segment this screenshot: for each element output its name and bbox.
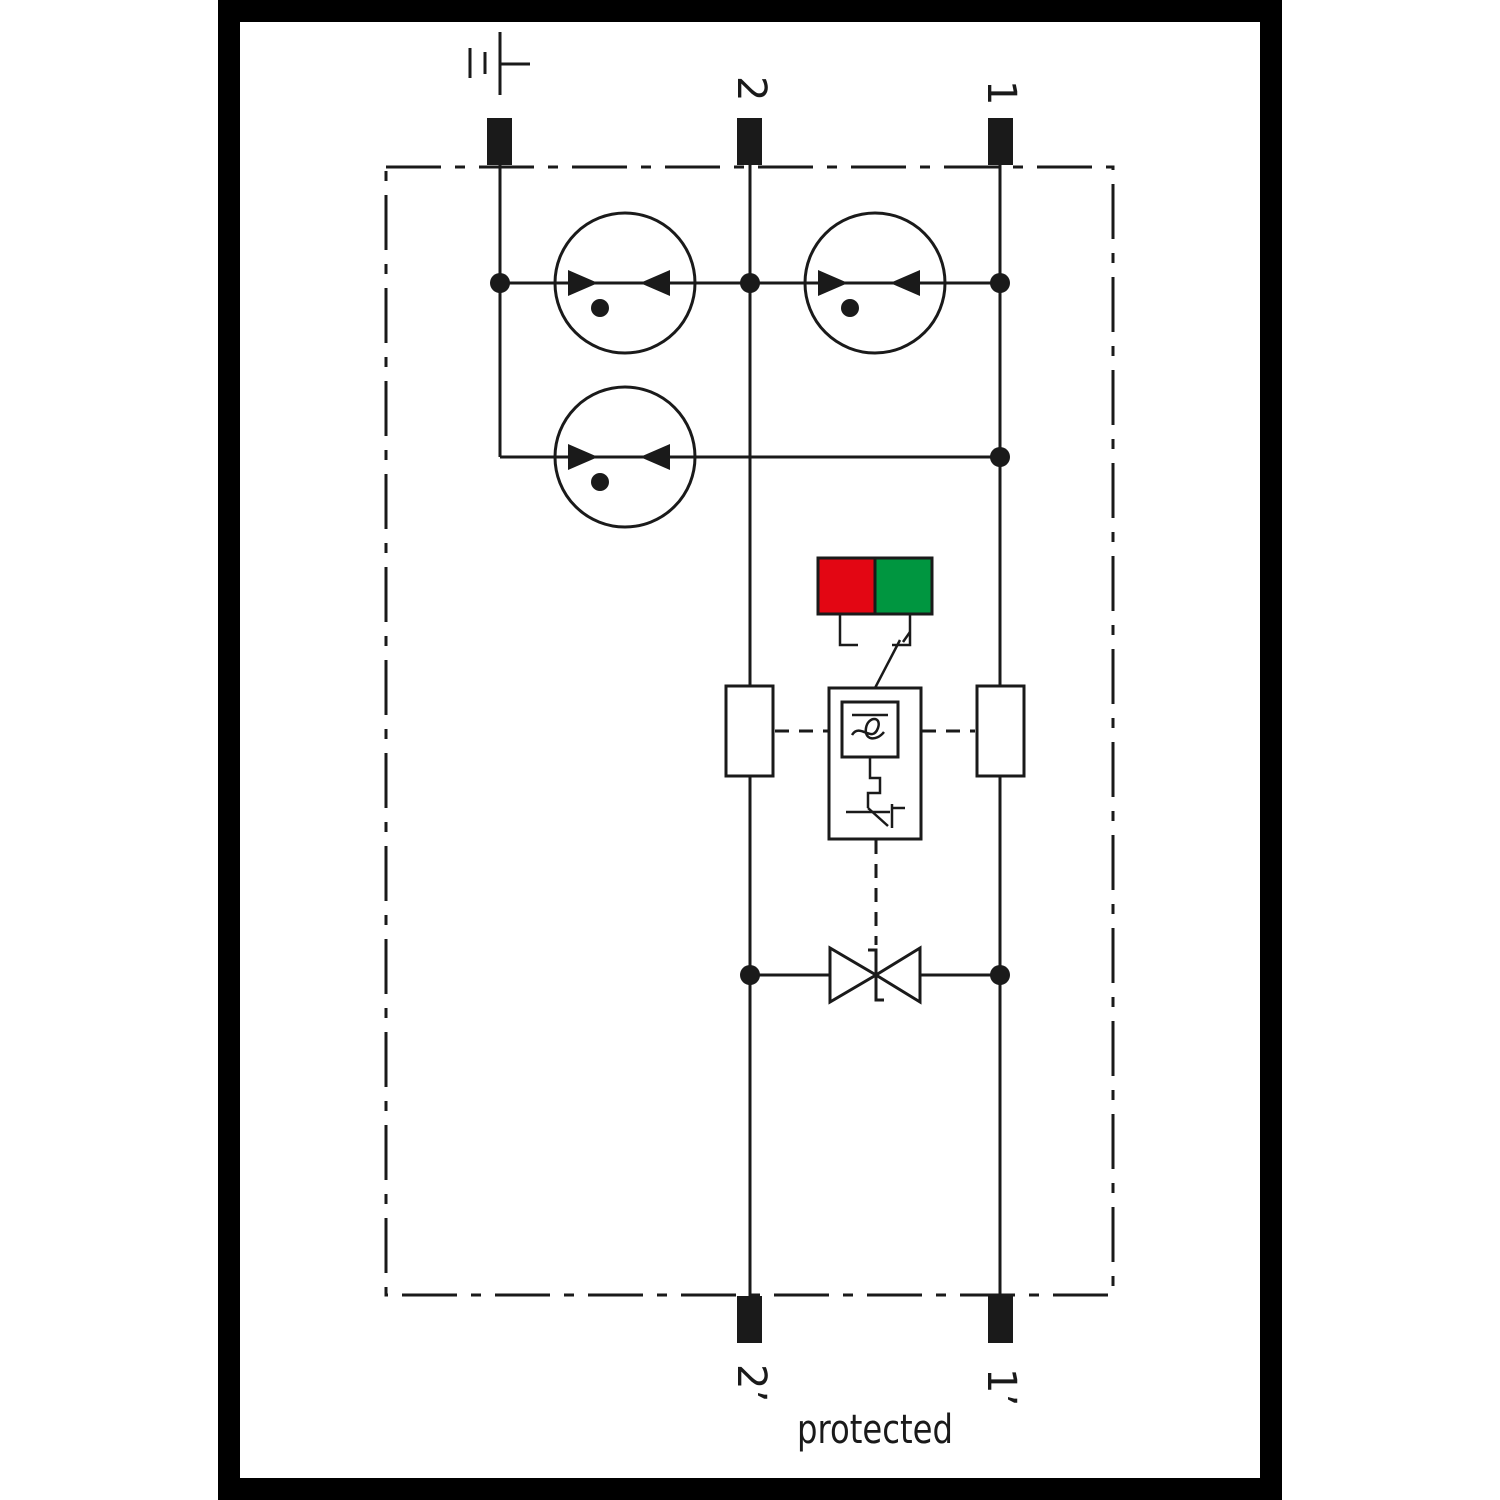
terminal-ground <box>487 118 512 165</box>
junction-dot <box>490 273 510 293</box>
terminal-1-bottom <box>988 1296 1013 1343</box>
junction-dot <box>990 447 1010 467</box>
terminal-1-top <box>988 118 1013 165</box>
caption-protected: protected <box>797 1407 953 1453</box>
gas-discharge-tube-icon <box>750 211 1000 355</box>
status-indicator <box>816 556 934 689</box>
terminal-label-1: 1 <box>978 80 1024 105</box>
indicator-ok-field <box>873 556 934 616</box>
terminal-label-1-prime: 1’ <box>978 1368 1024 1406</box>
thermal-disconnector-icon <box>827 686 923 841</box>
resistor-icon <box>975 684 1026 778</box>
terminal-label-2: 2 <box>728 76 774 101</box>
junction-dot <box>740 273 760 293</box>
device-enclosure <box>384 165 1115 1297</box>
outer-frame <box>218 0 1282 1500</box>
terminal-label-2-prime: 2’ <box>728 1364 774 1402</box>
gas-discharge-tube-icon <box>500 211 760 355</box>
terminal-2-bottom <box>737 1296 762 1343</box>
tvs-diode-icon <box>750 945 1000 1005</box>
resistor-icon <box>724 684 775 778</box>
terminal-2-top <box>737 118 762 165</box>
junction-dot <box>990 273 1010 293</box>
indicator-fault-field <box>816 556 877 616</box>
ground-icon <box>468 32 530 95</box>
